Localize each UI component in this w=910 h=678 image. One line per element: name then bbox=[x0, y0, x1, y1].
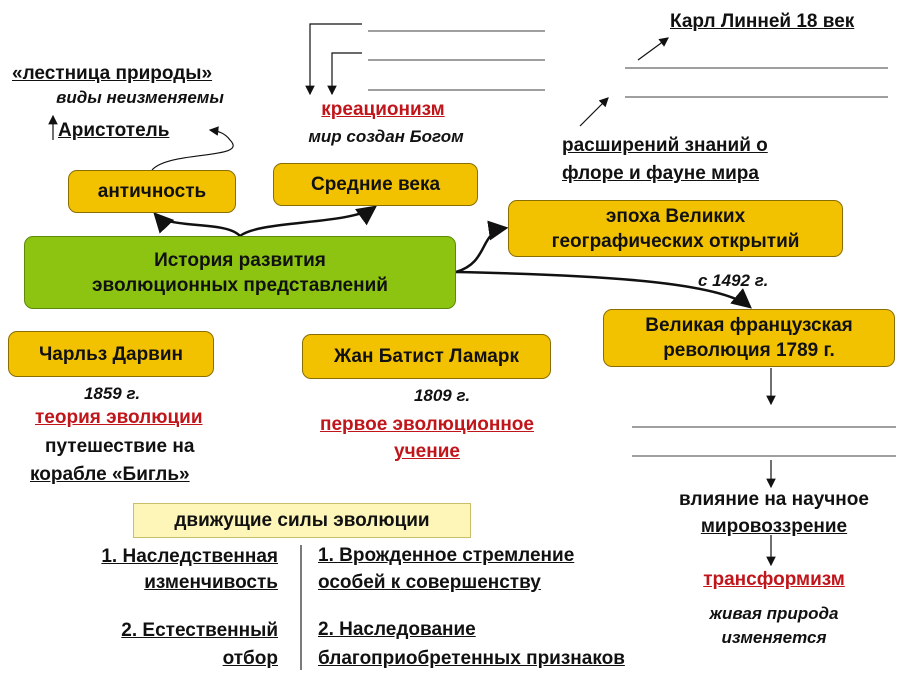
aristotle: Аристотель bbox=[58, 120, 170, 141]
revolution-box: Великая французская революция 1789 г. bbox=[603, 309, 895, 367]
lamarck-force-1-line-2: особей к совершенству bbox=[318, 572, 541, 593]
expansion-line-2: флоре и фауне мира bbox=[562, 163, 759, 184]
middle-ages-box: Средние века bbox=[273, 163, 478, 206]
voyage-line-1: путешествие на bbox=[45, 436, 195, 457]
world-created-by-god: мир создан Богом bbox=[308, 127, 464, 146]
voyage-line-2: корабле «Бигль» bbox=[30, 464, 190, 485]
discoveries-line-2: географических открытий bbox=[551, 230, 800, 252]
lamarck-force-1-line-1: 1. Врожденное стремление bbox=[318, 545, 575, 566]
arrow bbox=[151, 126, 234, 171]
creationism: креационизм bbox=[321, 99, 445, 120]
lamarck-force-2-line-2: благоприобретенных признаков bbox=[318, 648, 625, 669]
darwin-year: 1859 г. bbox=[83, 384, 141, 403]
antiquity-box: античность bbox=[68, 170, 236, 213]
ladder-of-nature: «лестница природы» bbox=[12, 63, 213, 84]
revolution-line-2: революция 1789 г. bbox=[663, 340, 835, 361]
arrow bbox=[579, 97, 609, 127]
influence-line-2: мировоззрение bbox=[700, 516, 848, 537]
transformism: трансформизм bbox=[703, 569, 845, 590]
species-unchangeable: виды неизменяемы bbox=[56, 88, 224, 107]
darwin-force-2-line-2: отбор bbox=[222, 648, 278, 669]
arrow bbox=[153, 212, 241, 237]
transformism-desc-1: живая природа bbox=[709, 604, 839, 623]
arrow bbox=[327, 52, 362, 96]
darwin-box: Чарльз Дарвин bbox=[8, 331, 214, 377]
discoveries-date: с 1492 г. bbox=[698, 271, 769, 290]
linnaeus: Карл Линней 18 век bbox=[670, 11, 855, 32]
lamarck-teaching-1: первое эволюционное bbox=[320, 414, 534, 435]
darwin-theory: теория эволюции bbox=[35, 407, 203, 428]
transformism-desc-2: изменяется bbox=[721, 628, 827, 647]
darwin-force-2-line-1: 2. Естественный bbox=[121, 620, 278, 641]
influence-line-1: влияние на научное bbox=[679, 489, 869, 510]
arrow bbox=[305, 23, 362, 96]
arrow bbox=[637, 37, 669, 61]
revolution-line-1: Великая французская bbox=[645, 315, 853, 336]
darwin-force-1-line-1: 1. Наследственная bbox=[101, 546, 278, 567]
lamarck-teaching-2: учение bbox=[394, 441, 460, 462]
driving-forces-title: движущие силы эволюции bbox=[133, 503, 471, 538]
arrow bbox=[455, 220, 509, 274]
discoveries-box: эпоха Великих географических открытий bbox=[508, 200, 843, 257]
central-topic-box: История развития эволюционных представле… bbox=[24, 236, 456, 309]
lamarck-force-2-line-1: 2. Наследование bbox=[318, 619, 476, 640]
central-line-1: История развития bbox=[154, 249, 326, 271]
discoveries-line-1: эпоха Великих bbox=[605, 205, 746, 227]
lamarck-year: 1809 г. bbox=[413, 386, 471, 405]
central-line-2: эволюционных представлений bbox=[92, 274, 388, 296]
arrow bbox=[455, 270, 752, 309]
lamarck-box: Жан Батист Ламарк bbox=[302, 334, 551, 379]
darwin-force-1-line-2: изменчивость bbox=[144, 572, 278, 593]
arrow bbox=[239, 205, 378, 238]
expansion-line-1: расширений знаний о bbox=[562, 135, 768, 156]
